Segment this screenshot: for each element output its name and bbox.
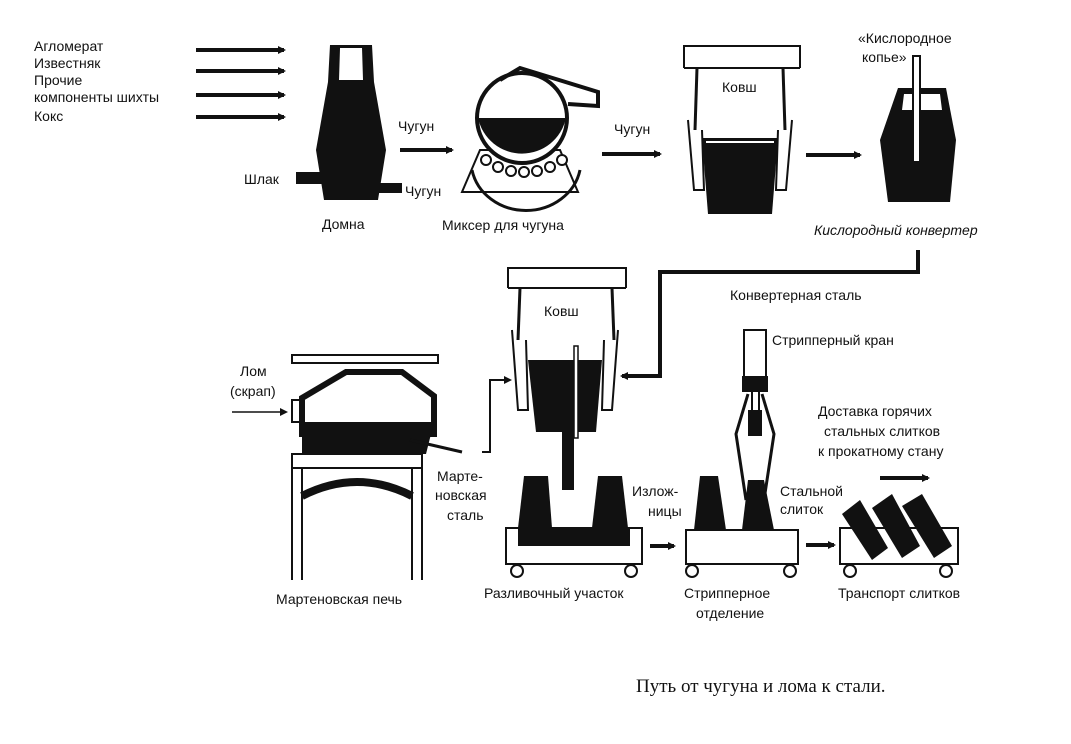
transport-label: Транспорт слитков — [838, 585, 960, 601]
ladle-bottom-icon — [507, 267, 627, 490]
converter-steel-path — [620, 250, 920, 380]
slag-label: Шлак — [244, 171, 280, 187]
scrap-label-1: Лом — [240, 363, 267, 379]
scrap-label-2: (скрап) — [230, 383, 276, 399]
openhearth-steel-label-1: Марте- — [437, 468, 483, 484]
converter-label: Кислородный конвертер — [814, 222, 978, 238]
ladle-bottom-label: Ковш — [544, 303, 579, 319]
delivery-label-2: стальных слитков — [824, 423, 940, 439]
ladle-top-label: Ковш — [722, 79, 757, 95]
iron-label-3: Чугун — [405, 183, 441, 199]
blast-furnace-icon — [296, 45, 402, 200]
ingot-label-2: слиток — [780, 501, 824, 517]
molds-label-1: Излож- — [632, 483, 679, 499]
delivery-label-3: к прокатному стану — [818, 443, 943, 459]
stripper-dept-label-1: Стрипперное — [684, 585, 770, 601]
ingot-label-1: Стальной — [780, 483, 843, 499]
openhearth-steel-path — [482, 376, 512, 453]
openhearth-steel-label-3: сталь — [447, 507, 484, 523]
casting-label: Разливочный участок — [484, 585, 624, 601]
iron-label-1: Чугун — [398, 118, 434, 134]
stripper-crane-icon — [734, 329, 776, 501]
open-hearth-furnace-label: Мартеновская печь — [276, 591, 402, 607]
casting-car-icon — [505, 476, 643, 578]
open-hearth-furnace-icon — [291, 354, 463, 580]
ladle-top-icon — [683, 45, 801, 214]
stripper-car-icon — [685, 476, 799, 578]
converter-steel-label: Конвертерная сталь — [730, 287, 862, 303]
input-arrows — [196, 46, 286, 121]
stripper-crane-label: Стрипперный кран — [772, 332, 894, 348]
input-limestone: Известняк — [34, 55, 101, 71]
input-other-2: компоненты шихты — [34, 89, 159, 105]
mixer-icon — [460, 65, 600, 212]
oxygen-converter-icon — [880, 55, 956, 202]
delivery-label-1: Доставка горячих — [818, 403, 932, 419]
lance-label-1: «Кислородное — [858, 30, 952, 46]
iron-label-2: Чугун — [614, 121, 650, 137]
figure-caption: Путь от чугуна и лома к стали. — [636, 676, 886, 697]
molds-label-2: ницы — [648, 503, 682, 519]
mixer-label: Миксер для чугуна — [442, 217, 564, 233]
lance-label-2: копье» — [862, 49, 907, 65]
stripper-dept-label-2: отделение — [696, 605, 764, 621]
input-coke: Кокс — [34, 108, 63, 124]
openhearth-steel-label-2: новская — [435, 487, 487, 503]
input-labels: Агломерат Известняк Прочие компоненты ши… — [34, 38, 159, 124]
input-agglomerate: Агломерат — [34, 38, 104, 54]
blast-furnace-label: Домна — [322, 216, 365, 232]
input-other-1: Прочие — [34, 72, 82, 88]
ingot-transport-icon — [839, 494, 959, 578]
